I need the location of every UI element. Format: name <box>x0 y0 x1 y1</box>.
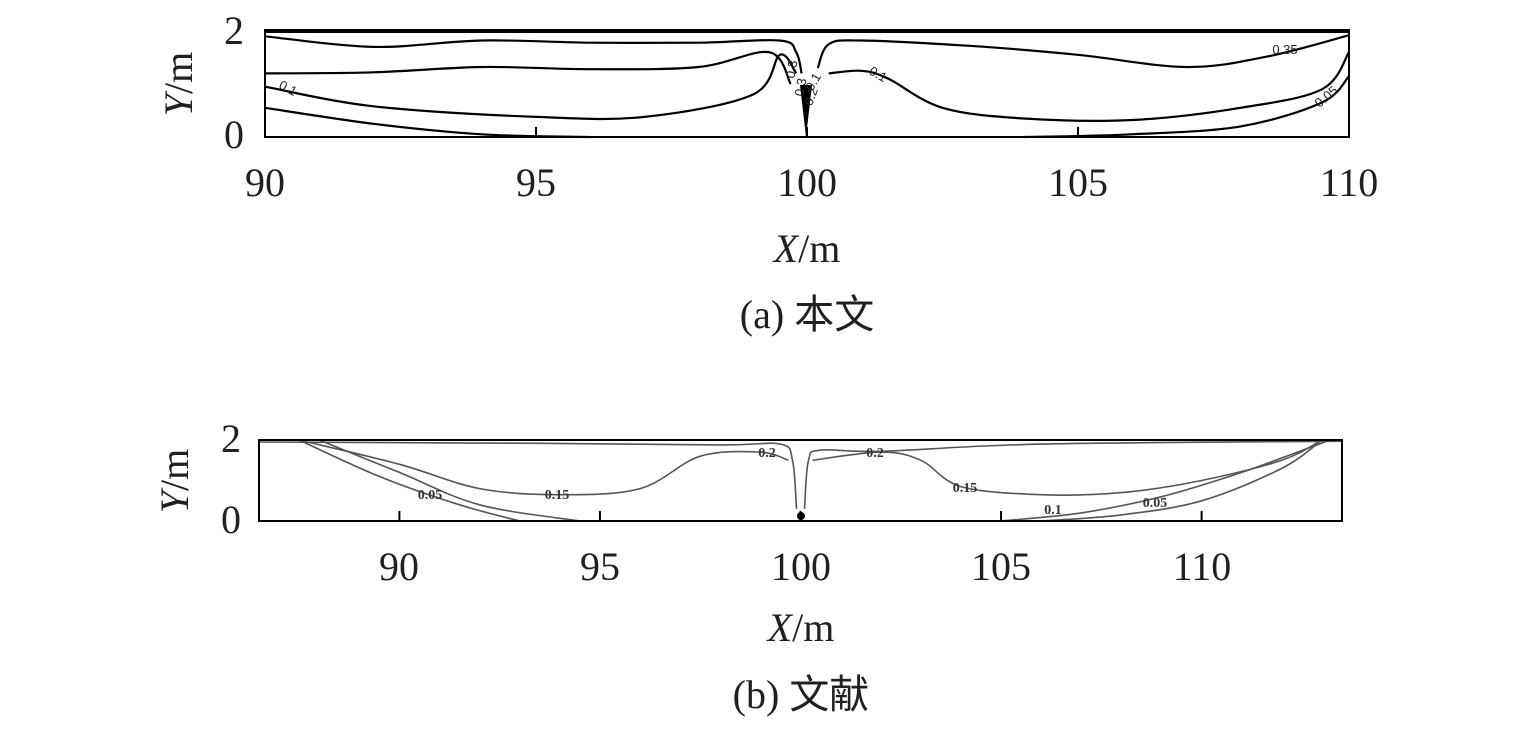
x-axis-title-a: X/m <box>772 226 841 271</box>
y-tick-label: 2 <box>224 8 244 53</box>
x-ticks-a <box>264 127 1350 137</box>
contour-label: 0.05 <box>1143 496 1168 511</box>
caption-b: (b) 文献 <box>733 672 870 717</box>
caption-a: (a) 本文 <box>740 292 874 337</box>
x-axis-title-b: X/m <box>766 605 835 650</box>
contour-label: 0.2 <box>758 446 776 461</box>
contour-label: 0.15 <box>953 481 978 496</box>
contour-line <box>298 439 789 496</box>
x-tick-label: 100 <box>777 160 837 205</box>
x-tick-label: 90 <box>245 160 285 205</box>
contour-label: 0.35 <box>1272 42 1297 57</box>
x-tick-label: 105 <box>1048 160 1108 205</box>
contour-lines-b <box>258 439 1343 522</box>
y-tick-label: 0 <box>221 497 241 542</box>
contour-panel-b: 90 95 100 105 110 0 2 Y/m X/m (b) 文献 0.2… <box>152 416 1343 717</box>
contour-line <box>803 440 1343 509</box>
contour-label: 0.1 <box>1044 503 1062 518</box>
y-axis-title-b: Y/m <box>152 449 197 513</box>
x-tick-label: 110 <box>1320 160 1379 205</box>
x-tick-label: 95 <box>580 544 620 589</box>
contour-label: 0.15 <box>545 488 570 503</box>
contour-panel-a: 90 95 100 105 110 0 2 Y/m X/m (a) 本文 0.3… <box>156 8 1378 337</box>
contour-line <box>264 50 792 85</box>
contour-line <box>318 439 581 522</box>
contour-line <box>828 51 1350 122</box>
contour-label: 0.2 <box>866 446 884 461</box>
x-tick-label: 105 <box>971 544 1031 589</box>
y-tick-label: 0 <box>224 112 244 157</box>
x-ticks-b <box>398 511 1203 521</box>
contour-line <box>264 35 803 74</box>
contour-label: 0.3 <box>792 77 810 97</box>
x-tick-label: 95 <box>516 160 556 205</box>
contour-label: 0.05 <box>418 488 443 503</box>
contour-line <box>298 439 520 522</box>
y-axis-title-a: Y/m <box>156 52 201 116</box>
x-tick-label: 100 <box>771 544 831 589</box>
contour-line <box>1023 75 1350 139</box>
contour-line <box>258 441 798 509</box>
contour-line <box>264 53 798 121</box>
plot-frame-b <box>258 439 1343 522</box>
y-tick-label: 2 <box>221 416 241 461</box>
contour-label: 0.2 <box>801 85 821 107</box>
contour-label: 0.1 <box>867 63 890 85</box>
x-tick-label: 110 <box>1173 544 1232 589</box>
contour-lines-a <box>264 34 1350 139</box>
contour-line <box>1041 439 1323 522</box>
contour-line <box>816 34 1350 69</box>
contour-line <box>1001 439 1331 522</box>
x-tick-label: 90 <box>379 544 419 589</box>
contour-label: 0.1 <box>277 77 300 99</box>
contour-line <box>812 439 1323 496</box>
singular-point-marker-a <box>800 85 812 137</box>
contour-label: 0.3 <box>783 59 801 79</box>
